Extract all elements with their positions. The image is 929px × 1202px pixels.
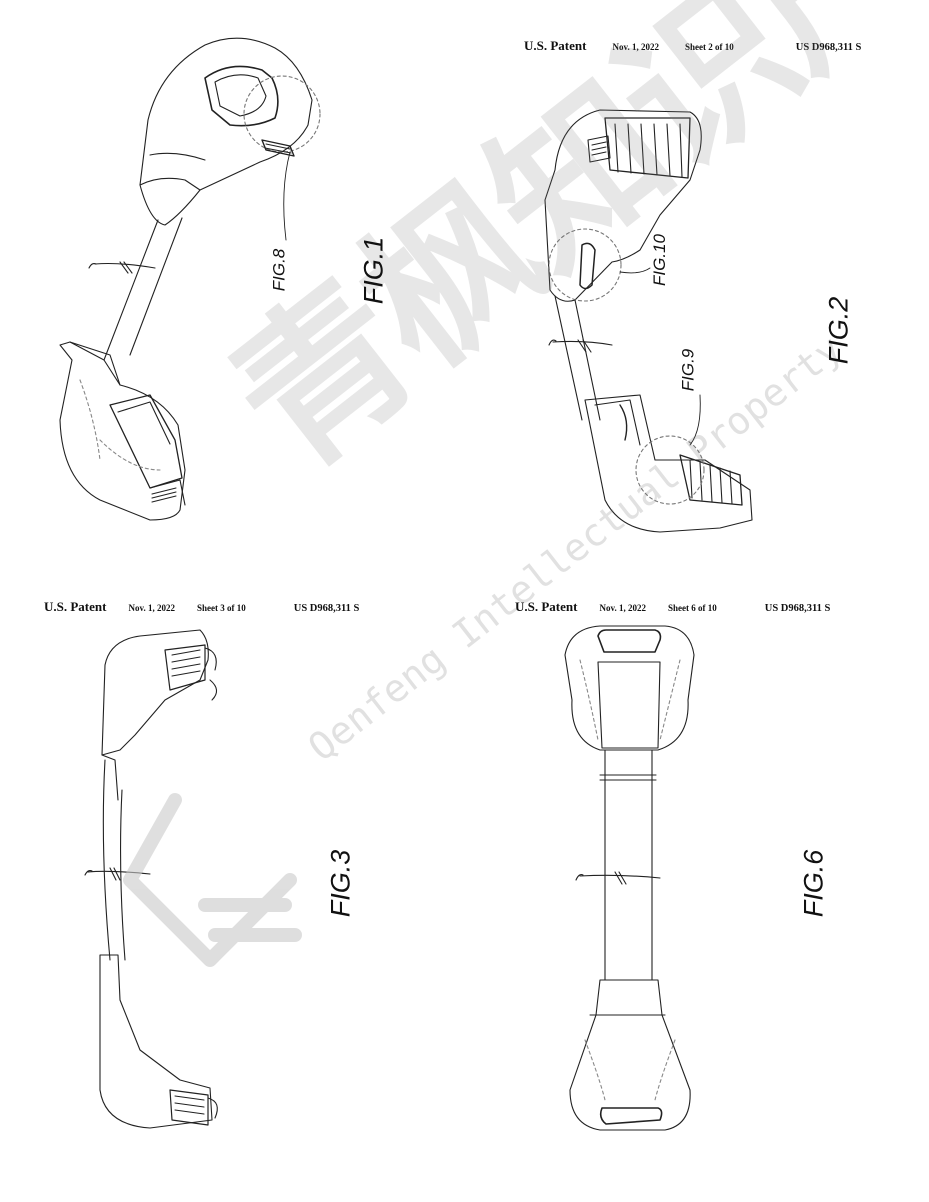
patent-label: U.S. Patent — [44, 599, 107, 614]
patent-number: US D968,311 S — [293, 603, 360, 614]
fig6-drawing — [564, 625, 695, 1131]
sheet-number: Sheet 2 of 10 — [684, 42, 734, 52]
fig1-drawing — [59, 37, 321, 521]
fig3-label: FIG.3 — [325, 849, 356, 918]
fig8-label: FIG.8 — [269, 248, 289, 292]
sheet-number: Sheet 3 of 10 — [196, 603, 246, 613]
fig9-label: FIG.9 — [678, 348, 698, 392]
sheet-number: Sheet 6 of 10 — [667, 603, 717, 613]
fig1-label: FIG.1 — [358, 236, 389, 305]
patent-number: US D968,311 S — [795, 42, 862, 53]
fig3-drawing — [84, 629, 218, 1129]
fig10-label: FIG.10 — [649, 234, 669, 286]
patent-date: Nov. 1, 2022 — [599, 603, 646, 613]
fig2-label: FIG.2 — [823, 296, 854, 365]
watermark-logo-mark — [123, 793, 302, 967]
fig6-label: FIG.6 — [798, 849, 829, 918]
patent-number: US D968,311 S — [764, 603, 831, 614]
sheet-header-2: U.S. Patent Nov. 1, 2022 Sheet 2 of 10 U… — [524, 38, 861, 54]
patent-label: U.S. Patent — [515, 599, 578, 614]
sheet-header-3: U.S. Patent Nov. 1, 2022 Sheet 3 of 10 U… — [44, 599, 359, 615]
patent-date: Nov. 1, 2022 — [612, 42, 659, 52]
sheet-header-6: U.S. Patent Nov. 1, 2022 Sheet 6 of 10 U… — [515, 599, 830, 615]
patent-label: U.S. Patent — [524, 38, 587, 53]
patent-date: Nov. 1, 2022 — [128, 603, 175, 613]
fig2-drawing — [544, 109, 753, 533]
